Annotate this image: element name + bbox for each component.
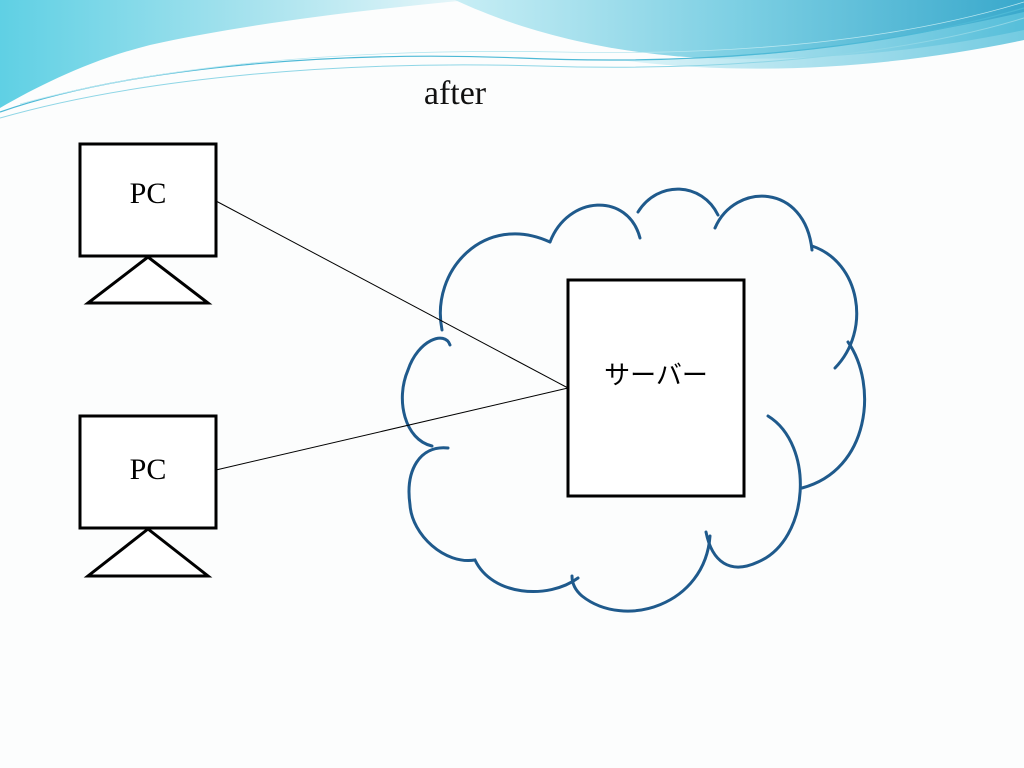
pc-label-1: PC [129,177,167,210]
wave-line-3 [19,1,1024,105]
pc-monitor-1 [78,142,218,258]
server-box [566,278,746,498]
edge-pc1-server [215,200,569,389]
pc-stand-1 [83,255,213,305]
pc-node-1 [78,142,218,305]
pc-monitor-2 [78,414,218,530]
wave-left [0,0,470,108]
slide-title: after [423,75,487,112]
wave-line-2 [0,17,1024,119]
pc-stand-2 [83,527,213,578]
server-label: サーバー [604,361,708,391]
wave-banner [0,0,1024,119]
pc-label-2: PC [129,453,167,486]
edge-pc2-server [215,387,569,471]
pc-node-2 [78,414,218,578]
cloud-shape [400,187,867,613]
wave-right-lower [620,12,1024,69]
